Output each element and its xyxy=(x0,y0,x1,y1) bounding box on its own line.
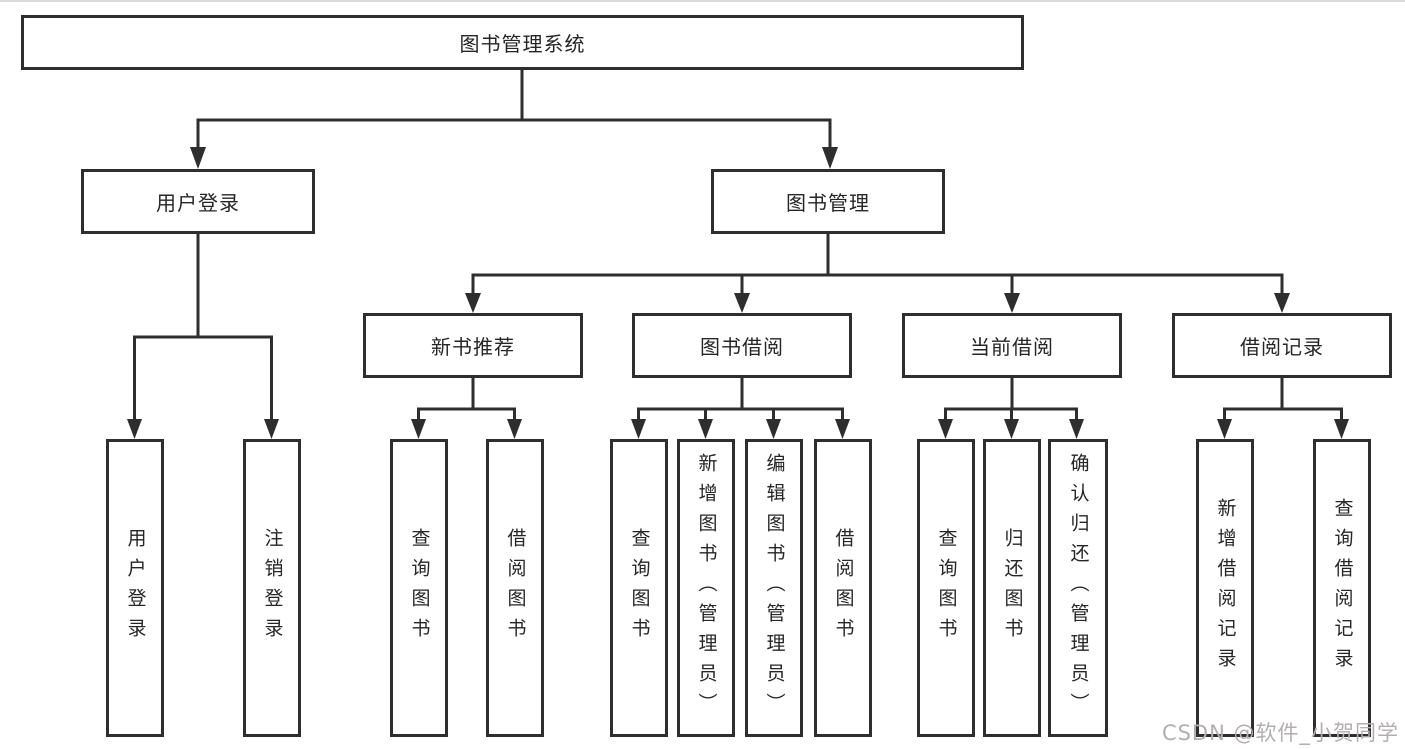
node-label: 借阅记录 xyxy=(1240,335,1324,359)
arrowhead-icons xyxy=(127,147,1349,439)
node-borrow-record: 借阅记录 xyxy=(1172,313,1392,378)
leaf-return-books: 归还图书 xyxy=(983,439,1041,737)
leaf-borrow-books-recommend: 借阅图书 xyxy=(486,439,544,737)
node-new-book-recommend: 新书推荐 xyxy=(363,313,583,378)
node-label: 借阅图书 xyxy=(832,528,855,648)
leaf-confirm-return-admin: 确认归还（管理员） xyxy=(1048,439,1108,737)
node-library-management-system: 图书管理系统 xyxy=(21,15,1024,70)
node-label: 新增借阅记录 xyxy=(1214,498,1237,678)
node-label: 新增图书（管理员） xyxy=(695,453,718,723)
node-label: 编辑图书（管理员） xyxy=(763,453,786,723)
node-label: 用户登录 xyxy=(124,528,147,648)
leaf-query-books-borrow: 查询图书 xyxy=(610,439,668,737)
leaf-query-books-recommend: 查询图书 xyxy=(390,439,448,737)
node-label: 注销登录 xyxy=(261,528,284,648)
node-label: 确认归还（管理员） xyxy=(1067,453,1090,723)
node-label: 图书借阅 xyxy=(700,335,784,359)
node-label: 查询图书 xyxy=(935,528,958,648)
node-label: 借阅图书 xyxy=(504,528,527,648)
node-label: 图书管理系统 xyxy=(459,32,586,56)
leaf-add-borrow-record: 新增借阅记录 xyxy=(1196,439,1254,737)
node-label: 查询借阅记录 xyxy=(1331,498,1354,678)
node-label: 查询图书 xyxy=(628,528,651,648)
leaf-add-books-admin: 新增图书（管理员） xyxy=(677,439,735,737)
csdn-watermark: CSDN @软件_小贺同学 xyxy=(1161,721,1399,745)
leaf-user-login: 用户登录 xyxy=(106,439,164,737)
node-label: 新书推荐 xyxy=(431,335,515,359)
node-label: 查询图书 xyxy=(408,528,431,648)
node-label: 当前借阅 xyxy=(970,335,1054,359)
node-label: 归还图书 xyxy=(1001,528,1024,648)
leaf-edit-books-admin: 编辑图书（管理员） xyxy=(745,439,803,737)
leaf-query-borrow-record: 查询借阅记录 xyxy=(1313,439,1371,737)
leaf-logout: 注销登录 xyxy=(243,439,301,737)
node-current-borrow: 当前借阅 xyxy=(902,313,1122,378)
leaf-borrow-books: 借阅图书 xyxy=(814,439,872,737)
leaf-query-books-current: 查询图书 xyxy=(917,439,975,737)
node-label: 图书管理 xyxy=(786,191,870,215)
node-label: 用户登录 xyxy=(156,191,240,215)
node-book-borrow: 图书借阅 xyxy=(632,313,852,378)
node-book-management-branch: 图书管理 xyxy=(711,169,945,234)
node-user-login-branch: 用户登录 xyxy=(81,169,315,234)
